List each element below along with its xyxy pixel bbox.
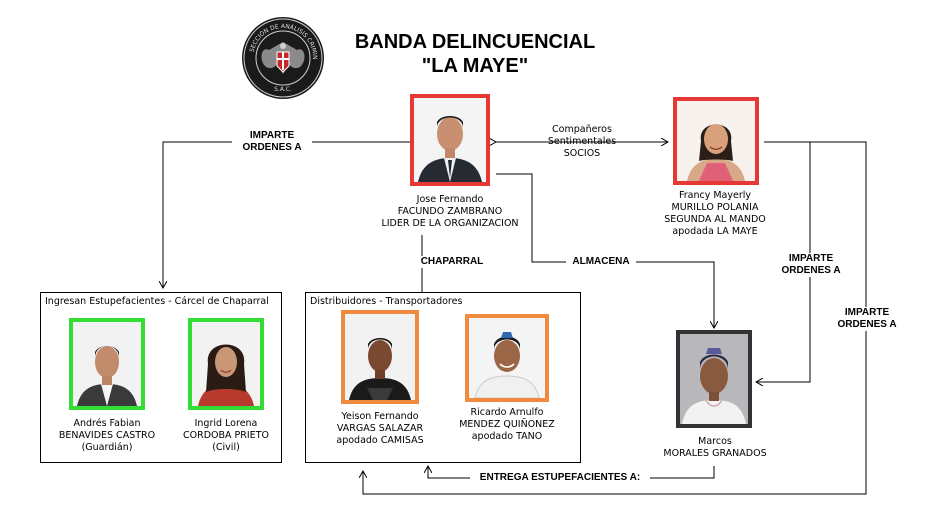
relation-almacena: ALMACENA xyxy=(566,256,636,268)
sac-logo: SECCIÓN DE ANÁLISIS CRIMINAL S.A.C. xyxy=(239,11,325,100)
andres-role: (Guardián) xyxy=(81,442,133,453)
imparte-left-l2: ORDENES A xyxy=(242,142,302,153)
photo-ricardo xyxy=(465,314,549,402)
ingrid-role: (Civil) xyxy=(212,442,240,453)
leader-surname: FACUNDO ZAMBRANO xyxy=(397,206,503,217)
relation-imparte-left: IMPARTE ORDENES A xyxy=(232,130,312,154)
marcos-name: Marcos xyxy=(698,436,732,447)
photo-leader xyxy=(410,94,490,186)
line-almacena xyxy=(496,173,714,328)
imparte-right1-l1: IMPARTE xyxy=(788,253,834,264)
photo-andres xyxy=(69,318,145,410)
photo-ingrid xyxy=(188,318,264,410)
relation-imparte-right2: IMPARTE ORDENES A xyxy=(832,307,902,331)
companeros-l3: SOCIOS xyxy=(563,148,601,159)
marcos-surname: MORALES GRANADOS xyxy=(663,448,767,459)
photo-francy xyxy=(673,97,759,185)
leader-name: Jose Fernando xyxy=(416,194,484,205)
andres-caption: Andrés Fabian BENAVIDES CASTRO (Guardián… xyxy=(47,418,167,454)
group-carcel: Ingresan Estupefacientes - Cárcel de Cha… xyxy=(40,292,282,463)
yeison-surname: VARGAS SALAZAR xyxy=(336,423,424,434)
companeros-l1: Compañeros xyxy=(552,124,612,136)
ricardo-alias: apodado TANO xyxy=(471,431,543,442)
francy-name: Francy Mayerly xyxy=(678,190,752,201)
line-francy-far-right xyxy=(363,141,867,495)
andres-surname: BENAVIDES CASTRO xyxy=(58,430,156,441)
relation-entrega: ENTREGA ESTUPEFACIENTES A: xyxy=(470,472,650,484)
yeison-alias: apodado CAMISAS xyxy=(336,435,424,446)
imparte-right2-l1: IMPARTE xyxy=(844,307,890,318)
yeison-caption: Yeison Fernando VARGAS SALAZAR apodado C… xyxy=(320,411,440,447)
relation-imparte-right1: IMPARTE ORDENES A xyxy=(776,253,846,277)
title-line2: "LA MAYE" xyxy=(421,55,529,77)
ricardo-caption: Ricardo Arnulfo MENDEZ QUIÑONEZ apodado … xyxy=(447,407,567,443)
francy-role: SEGUNDA AL MANDO xyxy=(664,214,766,225)
imparte-left-l1: IMPARTE xyxy=(249,130,295,141)
leader-role: LIDER DE LA ORGANIZACION xyxy=(381,218,519,229)
ingrid-name: Ingrid Lorena xyxy=(194,418,258,429)
group-distribuidores-title: Distribuidores - Transportadores xyxy=(310,296,463,307)
ricardo-name: Ricardo Arnulfo xyxy=(470,407,544,418)
imparte-right1-l2: ORDENES A xyxy=(781,265,841,276)
yeison-name: Yeison Fernando xyxy=(341,411,419,422)
imparte-right2-l2: ORDENES A xyxy=(837,319,897,330)
line-leader-to-carcel xyxy=(163,141,410,288)
diagram-title: BANDA DELINCUENCIAL "LA MAYE" xyxy=(300,30,650,78)
marcos-caption: Marcos MORALES GRANADOS xyxy=(650,436,780,460)
francy-alias: apodada LA MAYE xyxy=(672,226,758,237)
companeros-l2: Sentimentales xyxy=(547,136,617,147)
group-distribuidores: Distribuidores - Transportadores xyxy=(305,292,581,463)
logo-abbr: S.A.C. xyxy=(274,86,292,93)
ingrid-surname: CORDOBA PRIETO xyxy=(183,430,269,441)
leader-caption: Jose Fernando FACUNDO ZAMBRANO LIDER DE … xyxy=(370,194,530,230)
relation-chaparral: CHAPARRAL xyxy=(412,256,492,268)
andres-name: Andrés Fabian xyxy=(73,418,141,429)
title-line1: BANDA DELINCUENCIAL xyxy=(354,31,596,53)
photo-yeison xyxy=(341,310,419,404)
ricardo-surname: MENDEZ QUIÑONEZ xyxy=(459,419,555,430)
francy-surname: MURILLO POLANIA xyxy=(671,202,759,213)
group-carcel-title: Ingresan Estupefacientes - Cárcel de Cha… xyxy=(45,296,269,307)
photo-marcos xyxy=(676,330,752,428)
relation-companeros: Compañeros Sentimentales SOCIOS xyxy=(532,124,632,160)
ingrid-caption: Ingrid Lorena CORDOBA PRIETO (Civil) xyxy=(166,418,286,454)
francy-caption: Francy Mayerly MURILLO POLANIA SEGUNDA A… xyxy=(640,190,790,238)
